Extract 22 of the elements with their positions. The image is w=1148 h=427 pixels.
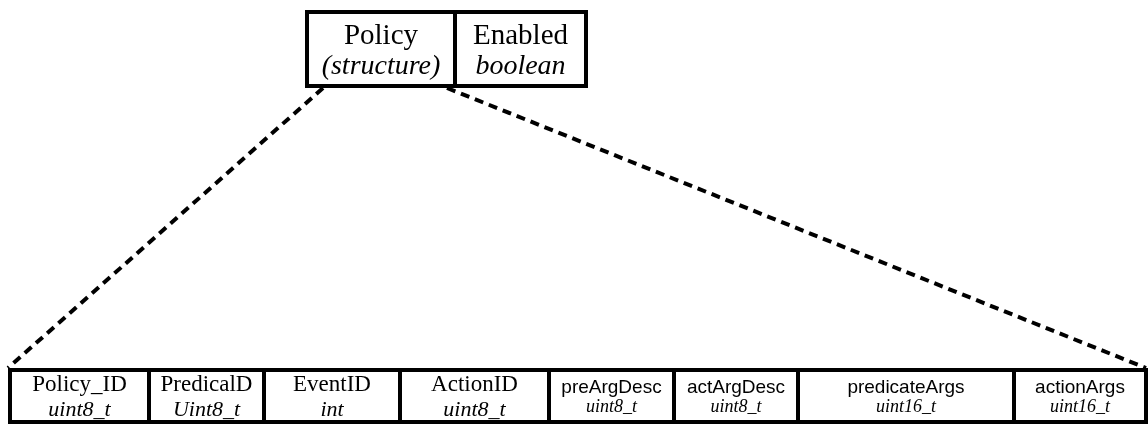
field-name: PredicalD [160,372,253,397]
dashed-expansion-line [446,86,1147,370]
field-type: int [320,396,344,420]
field-type: uint16_t [876,396,936,416]
field-name: Enabled [473,19,568,50]
field-name: predicateArgs [847,376,965,397]
field-type: (structure) [321,49,441,79]
field-type: uint8_t [443,396,506,420]
field-name: ActionID [431,372,518,397]
field-type: uint16_t [1050,396,1110,416]
field-type: Uint8_t [172,396,241,420]
field-name: Policy_ID [32,372,127,397]
field-name: actionArgs [1035,376,1125,397]
field-type: boolean [475,49,566,79]
field-type: uint8_t [710,396,762,416]
field-name: preArgDesc [561,376,662,397]
field-name: Policy [343,19,419,50]
field-type: uint8_t [586,396,637,416]
field-name: EventID [293,372,371,397]
field-name: actArgDesc [686,376,786,397]
dashed-expansion-line [6,86,325,370]
field-type: uint8_t [48,396,111,420]
